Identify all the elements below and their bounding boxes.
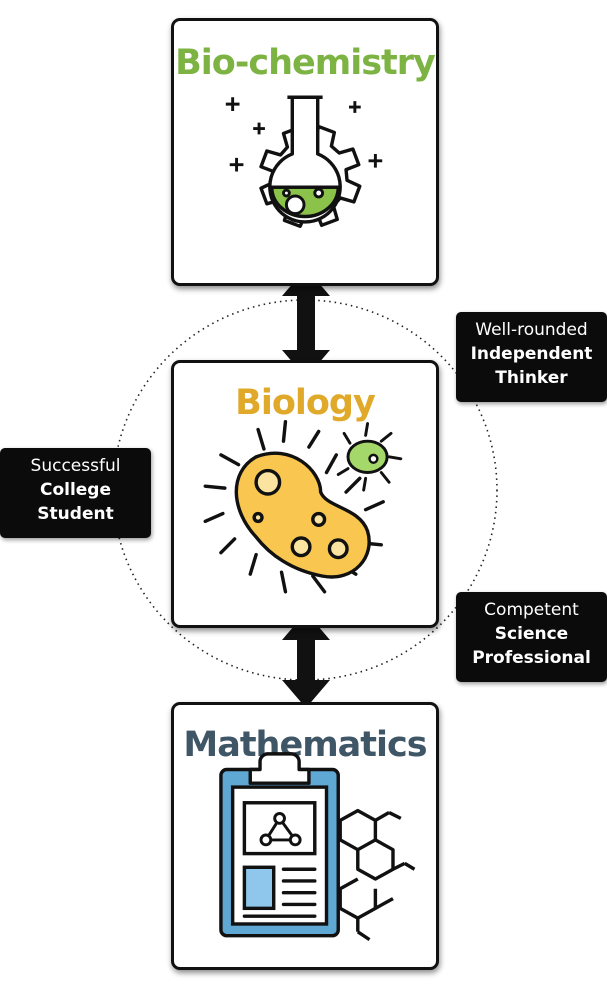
mathematics-card: Mathematics: [171, 702, 439, 970]
biochemistry-title: Bio-chemistry: [175, 43, 436, 83]
tag-science-professional-line2: Science: [494, 624, 569, 644]
tag-college-student-line2: College: [39, 480, 112, 500]
tag-independent-thinker-line3: Thinker: [495, 368, 568, 388]
tag-independent-thinker-line1: Well-rounded: [475, 320, 588, 340]
biochemistry-card: Bio-chemistry: [171, 18, 439, 286]
tag-science-professional-line1: Competent: [484, 600, 579, 620]
tag-science-professional-line3: Professional: [472, 648, 591, 668]
tag-independent-thinker: Well-rounded Independent Thinker: [456, 312, 607, 402]
tag-independent-thinker-line2: Independent: [470, 344, 593, 364]
mathematics-title: Mathematics: [183, 725, 427, 765]
tag-college-student-line3: Student: [37, 504, 114, 524]
tag-science-professional: Competent Science Professional: [456, 592, 607, 682]
flask-gear-icon: [225, 95, 383, 229]
tag-college-student: Successful College Student: [0, 448, 151, 538]
biology-card: Biology: [171, 360, 439, 628]
biology-title: Biology: [235, 383, 376, 423]
bacteria-icon: [203, 419, 403, 594]
clipboard-molecule-icon: [219, 752, 416, 942]
tag-college-student-line1: Successful: [30, 456, 121, 476]
